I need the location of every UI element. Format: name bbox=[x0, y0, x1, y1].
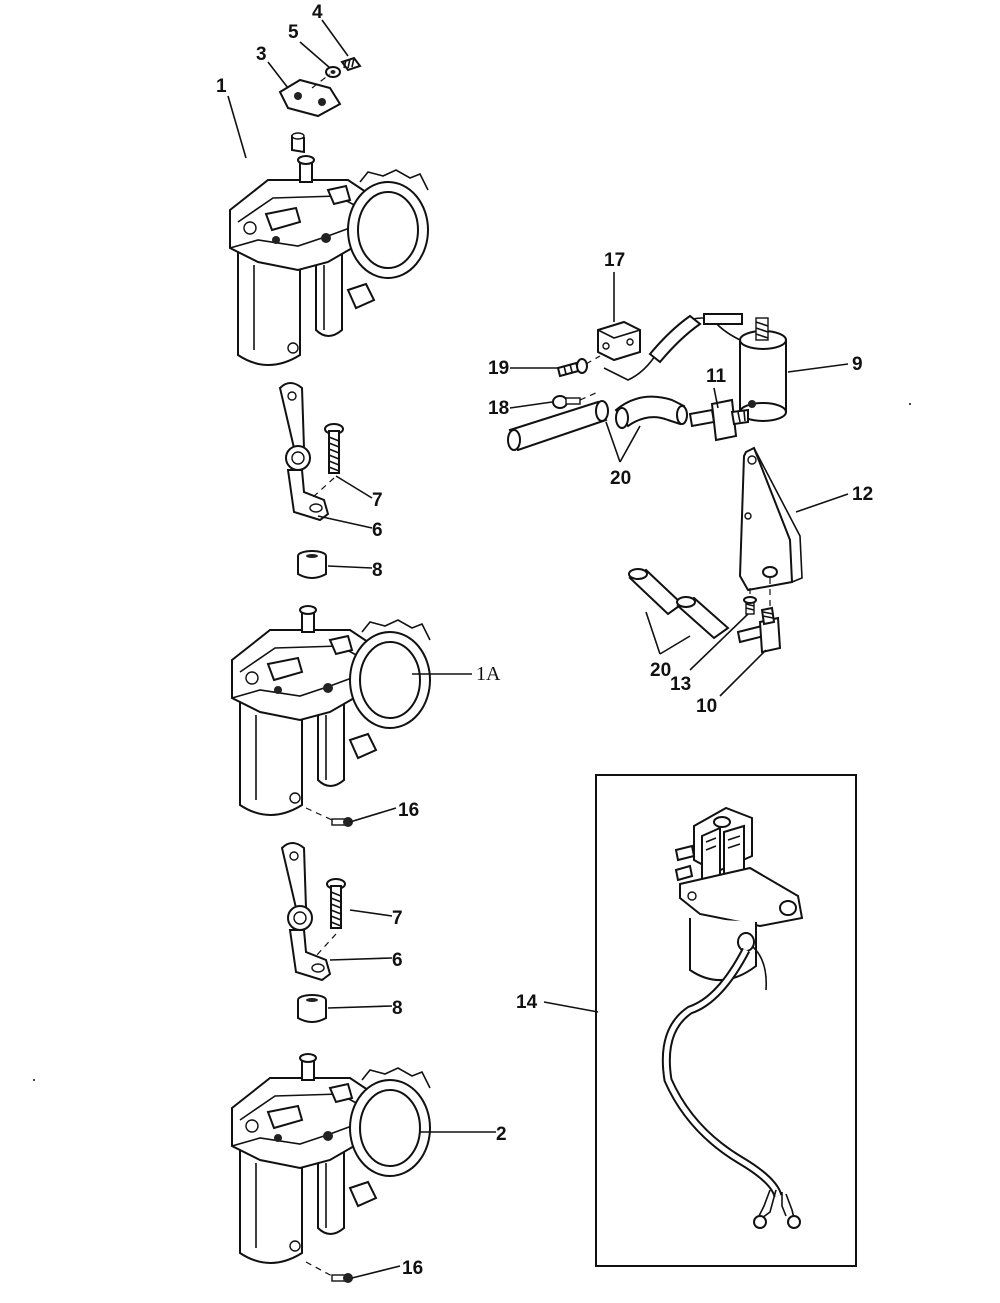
bracket-12 bbox=[738, 446, 803, 592]
callout-14: 14 bbox=[516, 992, 538, 1013]
screw-16-lower bbox=[331, 1272, 354, 1284]
wire-sleeve bbox=[703, 313, 743, 325]
callout-19: 19 bbox=[488, 358, 509, 379]
callout-7-upper: 7 bbox=[372, 490, 383, 511]
callout-6-lower: 6 bbox=[392, 950, 403, 971]
callout-11: 11 bbox=[706, 366, 727, 387]
leader-lines bbox=[227, 19, 849, 1279]
elbow-fitting-10 bbox=[736, 606, 782, 654]
elbow-fitting-11 bbox=[688, 398, 749, 442]
solenoid-9 bbox=[739, 317, 787, 422]
callout-13: 13 bbox=[670, 674, 691, 695]
terminal-block-17 bbox=[597, 320, 641, 362]
washer-5 bbox=[325, 66, 341, 78]
fuel-pump-14 bbox=[661, 806, 804, 1229]
callout-5: 5 bbox=[288, 22, 299, 43]
screw-19 bbox=[556, 358, 588, 378]
callout-16-lower: 16 bbox=[402, 1258, 423, 1279]
cover-plate-3 bbox=[278, 78, 342, 154]
callout-20-upper: 20 bbox=[610, 468, 631, 489]
callout-16-upper: 16 bbox=[398, 800, 419, 821]
carburetor-1a bbox=[231, 605, 431, 816]
callout-8-lower: 8 bbox=[392, 998, 403, 1019]
print-speck bbox=[33, 1079, 35, 1081]
callout-1: 1 bbox=[216, 76, 227, 97]
callout-20-lower: 20 bbox=[650, 660, 671, 681]
hose-20-lower-b bbox=[676, 596, 730, 640]
callout-18: 18 bbox=[488, 398, 509, 419]
screw-7-lower bbox=[326, 878, 346, 929]
wire-sleeve-2 bbox=[648, 314, 702, 364]
callout-10: 10 bbox=[696, 696, 717, 717]
screw-16-upper bbox=[331, 816, 354, 828]
callout-1a: 1A bbox=[476, 663, 501, 685]
carburetor-1 bbox=[229, 155, 429, 366]
throttle-link-6-upper bbox=[279, 382, 329, 521]
callout-3: 3 bbox=[256, 44, 267, 65]
hose-20-upper-b bbox=[614, 395, 688, 429]
spacer-8-lower bbox=[297, 994, 327, 1023]
hose-20-upper-a bbox=[507, 400, 609, 452]
print-speck-2 bbox=[909, 403, 911, 405]
screw-7-upper bbox=[324, 423, 344, 474]
carburetor-2 bbox=[231, 1053, 431, 1264]
screw-18 bbox=[552, 395, 581, 409]
callout-2: 2 bbox=[496, 1124, 507, 1145]
spacer-8-upper bbox=[297, 550, 327, 579]
screw-13 bbox=[743, 596, 757, 615]
callout-7-lower: 7 bbox=[392, 908, 403, 929]
callout-labels: 1 3 5 4 7 6 8 1A 16 7 6 8 2 16 17 19 18 … bbox=[216, 2, 873, 1279]
throttle-link-6-lower bbox=[281, 842, 331, 981]
callout-17: 17 bbox=[604, 250, 625, 271]
callout-12: 12 bbox=[852, 484, 873, 505]
callout-6-upper: 6 bbox=[372, 520, 383, 541]
callout-9: 9 bbox=[852, 354, 863, 375]
hose-20-lower-a bbox=[628, 568, 684, 616]
callout-8-upper: 8 bbox=[372, 560, 383, 581]
screw-4 bbox=[340, 56, 362, 72]
callout-4: 4 bbox=[312, 2, 323, 23]
